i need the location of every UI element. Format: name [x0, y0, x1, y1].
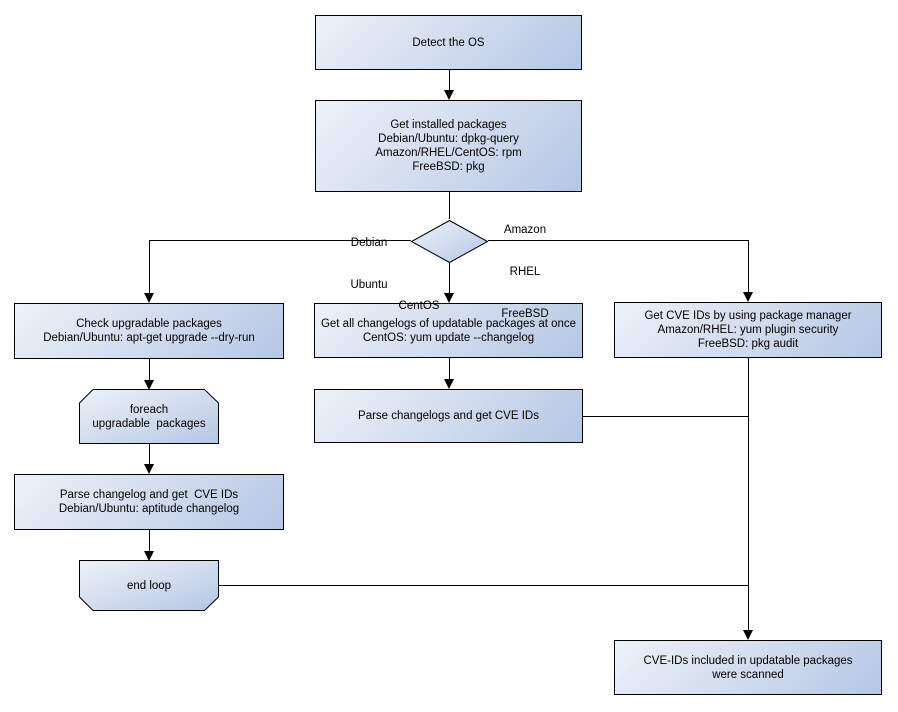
- connector-line: [449, 70, 450, 91]
- node-text-line: foreach: [129, 403, 169, 416]
- edge-label-amazon-rhel-freebsd: Amazon RHEL FreeBSD: [497, 195, 553, 349]
- diamond-shape: [410, 219, 489, 264]
- arrowhead-icon: [444, 379, 454, 389]
- connector-line: [449, 192, 450, 219]
- node-foreach-upgradable-packages: foreach upgradable packages: [79, 389, 219, 444]
- node-check-upgradable-packages: Check upgradable packages Debian/Ubuntu:…: [14, 303, 284, 359]
- node-text-line: CentOS: yum update --changelog: [362, 331, 535, 344]
- node-text-line: upgradable packages: [92, 417, 206, 430]
- loop-begin-shape: [79, 389, 219, 444]
- edge-label-line: FreeBSD: [501, 308, 549, 320]
- node-get-cve-ids-package-manager: Get CVE IDs by using package manager Ama…: [614, 302, 882, 358]
- node-text-line: Get CVE IDs by using package manager: [644, 310, 852, 322]
- arrowhead-icon: [144, 380, 154, 390]
- connector-line: [748, 358, 749, 631]
- node-text-line: FreeBSD: pkg: [412, 161, 485, 173]
- node-text-line: Get installed packages: [390, 119, 507, 131]
- arrowhead-icon: [144, 293, 154, 303]
- node-text-line: Debian/Ubuntu: aptitude changelog: [58, 503, 240, 515]
- node-label: end loop: [79, 560, 219, 611]
- node-text-line: end loop: [126, 579, 172, 592]
- node-end-loop: end loop: [79, 560, 219, 611]
- connector-line: [149, 530, 150, 551]
- decision-os-diamond: [410, 219, 489, 264]
- node-get-all-changelogs: Get all changelogs of updatable packages…: [314, 303, 583, 358]
- connector-line: [149, 240, 150, 293]
- node-text-line: Detect the OS: [412, 36, 485, 49]
- arrowhead-icon: [743, 630, 753, 640]
- node-detect-os: Detect the OS: [315, 15, 582, 70]
- node-text-line: Check upgradable packages: [76, 318, 222, 330]
- node-text-line: Parse changelog and get CVE IDs: [59, 489, 239, 501]
- arrowhead-icon: [444, 90, 454, 100]
- connector-line: [748, 240, 749, 292]
- node-text-line: Amazon/RHEL: yum plugin security: [657, 324, 839, 336]
- edge-label-line: RHEL: [509, 266, 541, 278]
- node-text-line: FreeBSD: pkg audit: [697, 338, 799, 350]
- edge-label-debian-ubuntu: Debian Ubuntu: [340, 208, 398, 320]
- arrowhead-icon: [144, 464, 154, 474]
- node-cve-ids-scanned: CVE-IDs included in updatable packages w…: [614, 640, 882, 695]
- node-parse-changelogs-centos: Parse changelogs and get CVE IDs: [314, 389, 583, 443]
- node-parse-changelog-debian: Parse changelog and get CVE IDs Debian/U…: [14, 474, 284, 530]
- loop-end-shape: [79, 560, 219, 611]
- connector-line: [449, 262, 450, 293]
- edge-label-centos: CentOS: [396, 271, 442, 341]
- node-text-line: Amazon/RHEL/CentOS: rpm: [375, 147, 522, 159]
- arrowhead-icon: [144, 551, 154, 561]
- node-text-line: Debian/Ubuntu: dpkg-query: [378, 133, 519, 145]
- edge-label-line: Ubuntu: [350, 279, 388, 291]
- arrowhead-icon: [743, 292, 753, 302]
- node-get-installed-packages: Get installed packages Debian/Ubuntu: dp…: [315, 100, 582, 192]
- edge-label-line: Amazon: [503, 224, 547, 236]
- node-text-line: Get all changelogs of updatable packages…: [320, 317, 577, 330]
- connector-line: [218, 585, 748, 586]
- node-text-line: CVE-IDs included in updatable packages: [643, 654, 853, 667]
- connector-line: [149, 359, 150, 380]
- edge-label-line: CentOS: [398, 300, 440, 312]
- connector-line: [583, 416, 748, 417]
- node-text-line: Debian/Ubuntu: apt-get upgrade --dry-run: [43, 332, 255, 344]
- connector-line: [449, 358, 450, 379]
- connector-line: [149, 240, 411, 241]
- edge-label-line: Debian: [350, 237, 388, 249]
- connector-line: [488, 240, 748, 241]
- connector-line: [149, 444, 150, 464]
- node-text-line: were scanned: [712, 668, 784, 681]
- arrowhead-icon: [444, 293, 454, 303]
- node-text-line: Parse changelogs and get CVE IDs: [358, 410, 539, 422]
- node-label: foreach upgradable packages: [79, 389, 219, 444]
